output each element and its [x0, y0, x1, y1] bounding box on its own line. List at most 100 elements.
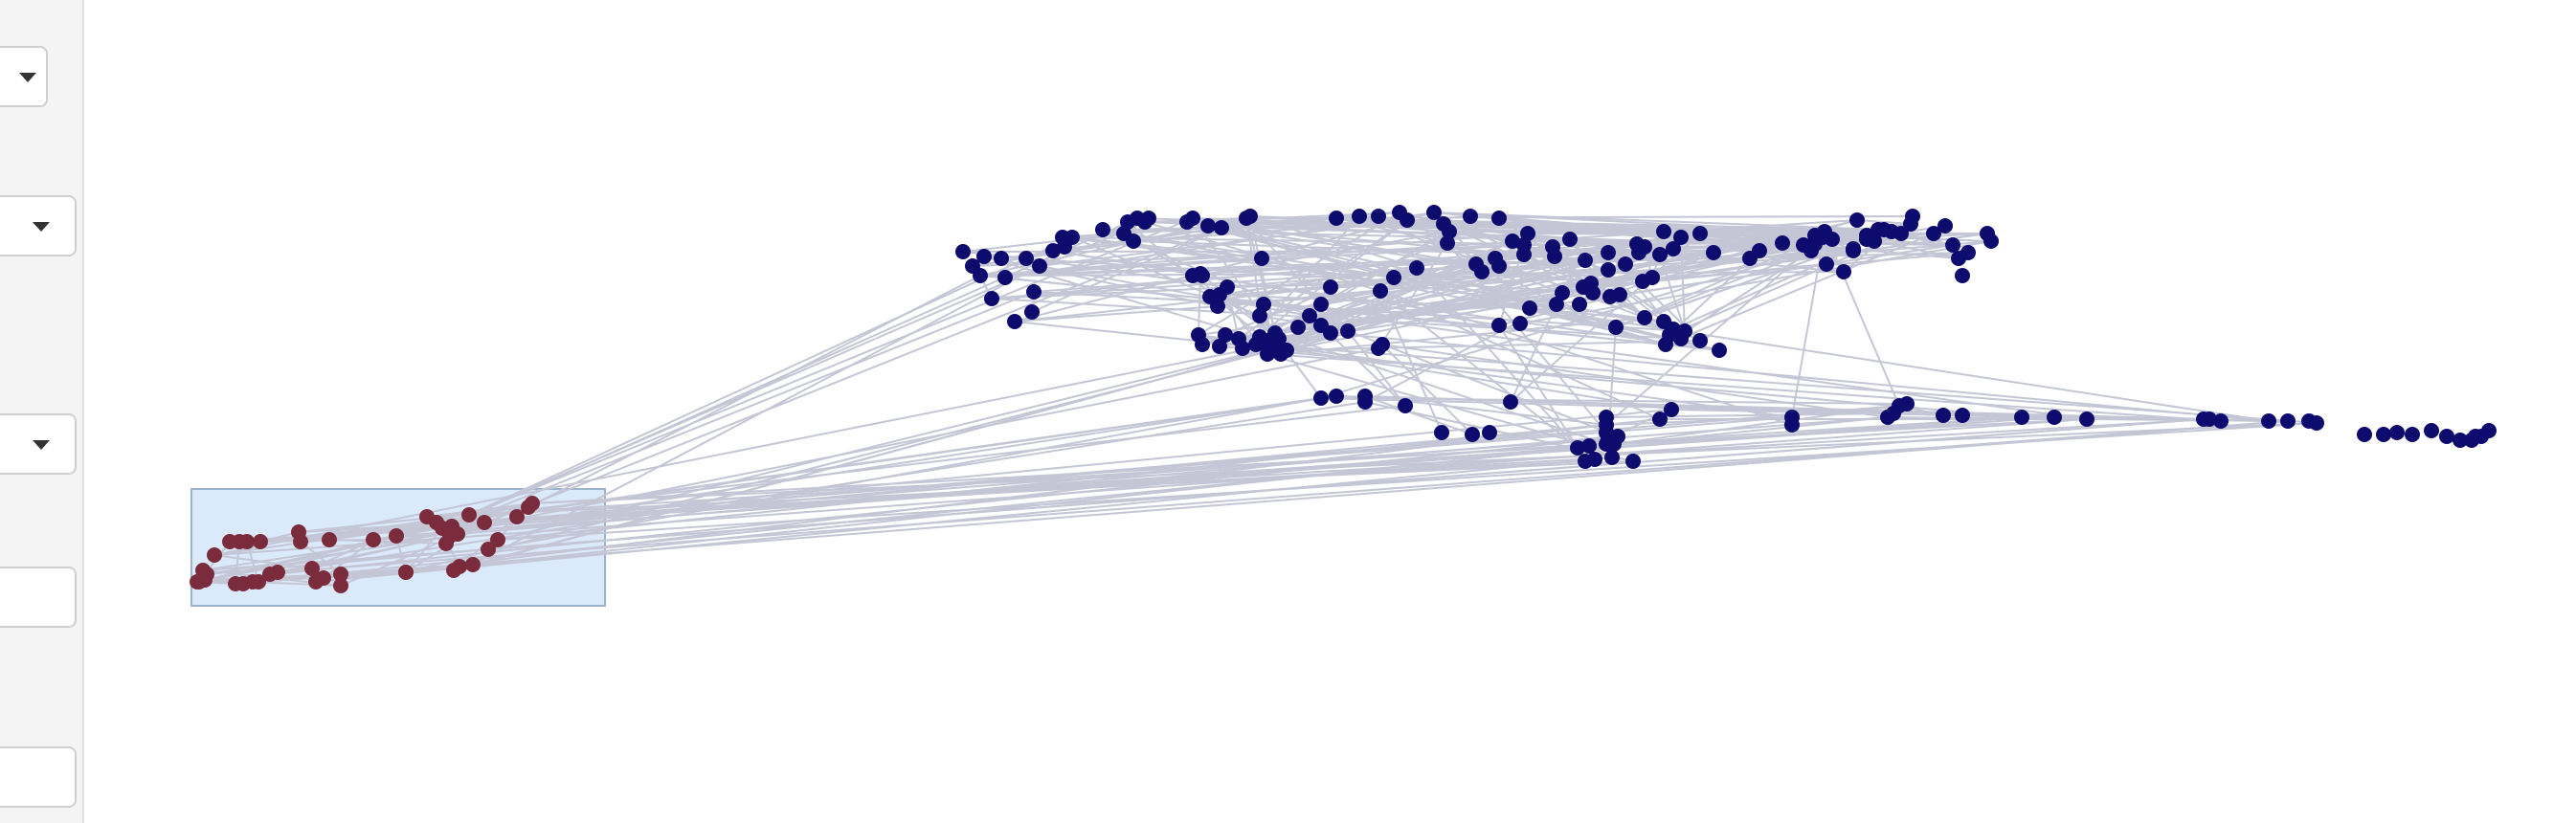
graph-node[interactable]	[1601, 262, 1616, 278]
text-input-1[interactable]	[0, 567, 77, 628]
graph-node[interactable]	[1581, 438, 1597, 454]
dropdown-3[interactable]	[0, 413, 77, 475]
text-input-2[interactable]	[0, 746, 77, 808]
selected-graph-node[interactable]	[293, 534, 308, 549]
graph-node[interactable]	[1673, 331, 1689, 346]
graph-node[interactable]	[1126, 234, 1141, 249]
graph-node[interactable]	[1491, 318, 1507, 333]
graph-node[interactable]	[1652, 247, 1668, 262]
graph-canvas[interactable]	[86, 0, 2576, 823]
graph-node[interactable]	[976, 249, 992, 264]
graph-node[interactable]	[2424, 423, 2439, 438]
graph-node[interactable]	[2357, 427, 2372, 442]
graph-node[interactable]	[2213, 413, 2229, 429]
selected-graph-node[interactable]	[398, 565, 414, 580]
graph-node[interactable]	[1983, 234, 1999, 249]
graph-node[interactable]	[1032, 258, 1047, 274]
graph-node[interactable]	[1290, 320, 1306, 335]
graph-node[interactable]	[1185, 268, 1200, 283]
graph-node[interactable]	[1254, 251, 1269, 266]
graph-node[interactable]	[1503, 394, 1518, 410]
graph-node[interactable]	[2014, 410, 2029, 425]
graph-node[interactable]	[1323, 279, 1338, 295]
graph-node[interactable]	[1302, 308, 1317, 323]
graph-node[interactable]	[1371, 209, 1386, 224]
graph-node[interactable]	[1434, 425, 1449, 440]
graph-node[interactable]	[1491, 258, 1507, 274]
graph-node[interactable]	[1664, 402, 1679, 417]
selected-graph-node[interactable]	[239, 534, 255, 549]
selected-graph-node[interactable]	[190, 574, 205, 589]
graph-node[interactable]	[1926, 226, 1941, 241]
graph-node[interactable]	[1248, 337, 1264, 352]
graph-node[interactable]	[1604, 450, 1620, 465]
graph-node[interactable]	[1549, 297, 1564, 312]
graph-node[interactable]	[1426, 205, 1442, 220]
graph-node[interactable]	[1625, 454, 1641, 469]
graph-node[interactable]	[1656, 224, 1671, 239]
graph-node[interactable]	[1373, 283, 1388, 299]
graph-node[interactable]	[1712, 343, 1727, 358]
graph-node[interactable]	[1235, 341, 1250, 356]
graph-node[interactable]	[1587, 452, 1602, 467]
graph-node[interactable]	[1442, 224, 1457, 239]
graph-node[interactable]	[1585, 285, 1601, 300]
graph-node[interactable]	[1859, 228, 1874, 243]
graph-node[interactable]	[1522, 300, 1537, 316]
graph-node[interactable]	[1936, 408, 1951, 423]
graph-node[interactable]	[1938, 218, 1953, 234]
selected-graph-node[interactable]	[366, 532, 381, 547]
graph-node[interactable]	[1652, 412, 1668, 427]
selected-graph-node[interactable]	[322, 532, 337, 547]
graph-node[interactable]	[1185, 211, 1200, 226]
graph-node[interactable]	[1323, 325, 1338, 341]
node-layer[interactable]	[190, 205, 2497, 593]
graph-node[interactable]	[1578, 253, 1593, 268]
graph-node[interactable]	[1612, 287, 1627, 302]
selected-graph-node[interactable]	[461, 507, 477, 523]
graph-node[interactable]	[1899, 396, 1915, 412]
graph-node[interactable]	[2079, 412, 2094, 427]
graph-node[interactable]	[1024, 304, 1040, 320]
graph-node[interactable]	[1398, 398, 1413, 413]
selected-graph-node[interactable]	[251, 574, 266, 589]
selected-graph-node[interactable]	[450, 526, 465, 542]
network-graph[interactable]	[86, 0, 2576, 823]
graph-node[interactable]	[1243, 209, 1258, 224]
graph-node[interactable]	[1465, 427, 1480, 442]
graph-node[interactable]	[1784, 417, 1800, 433]
graph-node[interactable]	[955, 244, 971, 259]
graph-node[interactable]	[2481, 423, 2497, 438]
graph-node[interactable]	[973, 268, 988, 283]
graph-node[interactable]	[1220, 279, 1235, 295]
selected-graph-node[interactable]	[207, 547, 222, 563]
graph-node[interactable]	[1601, 245, 1616, 260]
graph-node[interactable]	[1836, 264, 1851, 279]
selected-graph-node[interactable]	[253, 534, 268, 549]
graph-node[interactable]	[1960, 245, 1976, 260]
graph-node[interactable]	[1505, 234, 1520, 249]
graph-node[interactable]	[2389, 425, 2405, 440]
selected-graph-node[interactable]	[477, 515, 492, 530]
graph-node[interactable]	[1562, 232, 1578, 247]
dropdown-1[interactable]	[0, 46, 48, 107]
graph-node[interactable]	[1482, 425, 1497, 440]
graph-node[interactable]	[1692, 226, 1708, 241]
graph-node[interactable]	[997, 270, 1013, 285]
graph-node[interactable]	[1202, 289, 1218, 304]
graph-node[interactable]	[2202, 412, 2217, 427]
selected-graph-node[interactable]	[481, 542, 496, 557]
selected-graph-node[interactable]	[438, 536, 454, 551]
graph-node[interactable]	[1474, 264, 1490, 279]
graph-node[interactable]	[1267, 339, 1283, 354]
graph-node[interactable]	[1007, 314, 1022, 329]
graph-node[interactable]	[2453, 433, 2468, 448]
graph-node[interactable]	[1645, 270, 1660, 285]
graph-node[interactable]	[1064, 230, 1080, 245]
graph-node[interactable]	[1955, 408, 1970, 423]
graph-node[interactable]	[1352, 209, 1367, 224]
graph-node[interactable]	[1019, 251, 1034, 266]
graph-node[interactable]	[1905, 209, 1920, 224]
graph-node[interactable]	[1340, 323, 1355, 339]
graph-node[interactable]	[1807, 236, 1823, 252]
